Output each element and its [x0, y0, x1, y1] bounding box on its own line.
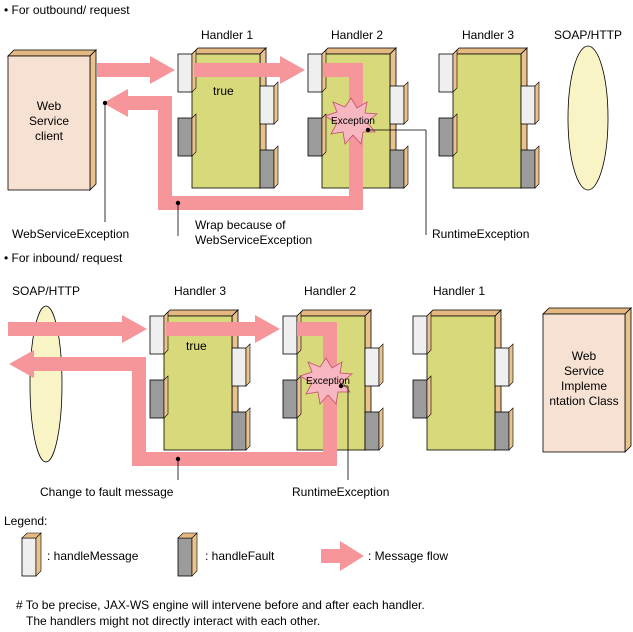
legend-handle-message-label: : handleMessage: [47, 549, 139, 563]
impl-label-line-2: Service: [564, 364, 604, 378]
in-soap-oval: [29, 305, 63, 463]
web-service-impl-box: Web Service Impleme ntation Class: [542, 307, 632, 453]
in-runtime-label: RuntimeException: [292, 485, 389, 499]
out-wrap-line-1: Wrap because of: [195, 218, 286, 232]
in-handler-1: [412, 309, 514, 451]
impl-label-line-4: ntation Class: [549, 394, 618, 408]
impl-label-line-3: Impleme: [561, 379, 607, 393]
out-ws-exception-label: WebServiceException: [12, 227, 129, 241]
out-soap-oval: [567, 45, 609, 191]
in-fault-label: Change to fault message: [40, 485, 174, 499]
impl-label-line-1: Web: [572, 349, 597, 363]
out-runtime-label: RuntimeException: [432, 227, 529, 241]
client-label-line-1: Web: [37, 99, 62, 113]
client-label-line-3: client: [35, 129, 64, 143]
out-handler-3-title: Handler 3: [462, 28, 514, 42]
client-label-line-2: Service: [29, 114, 69, 128]
legend-handle-message-icon: [21, 532, 42, 577]
web-service-client-box: Web Service client: [7, 49, 97, 191]
out-exception-label: Exception: [331, 116, 375, 127]
legend-handle-fault-label: : handleFault: [205, 549, 275, 563]
inbound-heading: • For inbound/ request: [4, 251, 123, 265]
out-dot-2: [175, 200, 181, 206]
out-annotation-lines: [104, 103, 427, 236]
in-true-label: true: [186, 339, 207, 353]
out-wrap-line-2: WebServiceException: [195, 233, 312, 247]
out-handler-3: [438, 47, 540, 189]
out-dot-1: [102, 100, 108, 106]
out-message-flow: [97, 56, 363, 210]
out-protocol-title: SOAP/HTTP: [554, 28, 622, 42]
legend-handle-fault-icon: [177, 532, 198, 577]
out-dot-3: [365, 127, 371, 133]
outbound-heading: • For outbound/ request: [4, 3, 130, 17]
note-line-1: # To be precise, JAX-WS engine will inte…: [16, 598, 425, 612]
legend-title: Legend:: [4, 514, 47, 528]
in-protocol-title: SOAP/HTTP: [12, 284, 80, 298]
out-handler-1-title: Handler 1: [201, 28, 253, 42]
out-true-label: true: [213, 84, 234, 98]
in-exception-label: Exception: [306, 376, 350, 387]
legend-message-flow-label: : Message flow: [368, 549, 448, 563]
in-dot-1: [175, 456, 181, 462]
in-handler-3-title: Handler 3: [174, 284, 226, 298]
in-handler-1-title: Handler 1: [433, 284, 485, 298]
legend-message-flow-icon: [321, 541, 364, 571]
in-handler-2-title: Handler 2: [304, 284, 356, 298]
in-dot-2: [338, 383, 344, 389]
out-handler-2-title: Handler 2: [331, 28, 383, 42]
note-line-2: The handlers might not directly interact…: [26, 614, 320, 628]
